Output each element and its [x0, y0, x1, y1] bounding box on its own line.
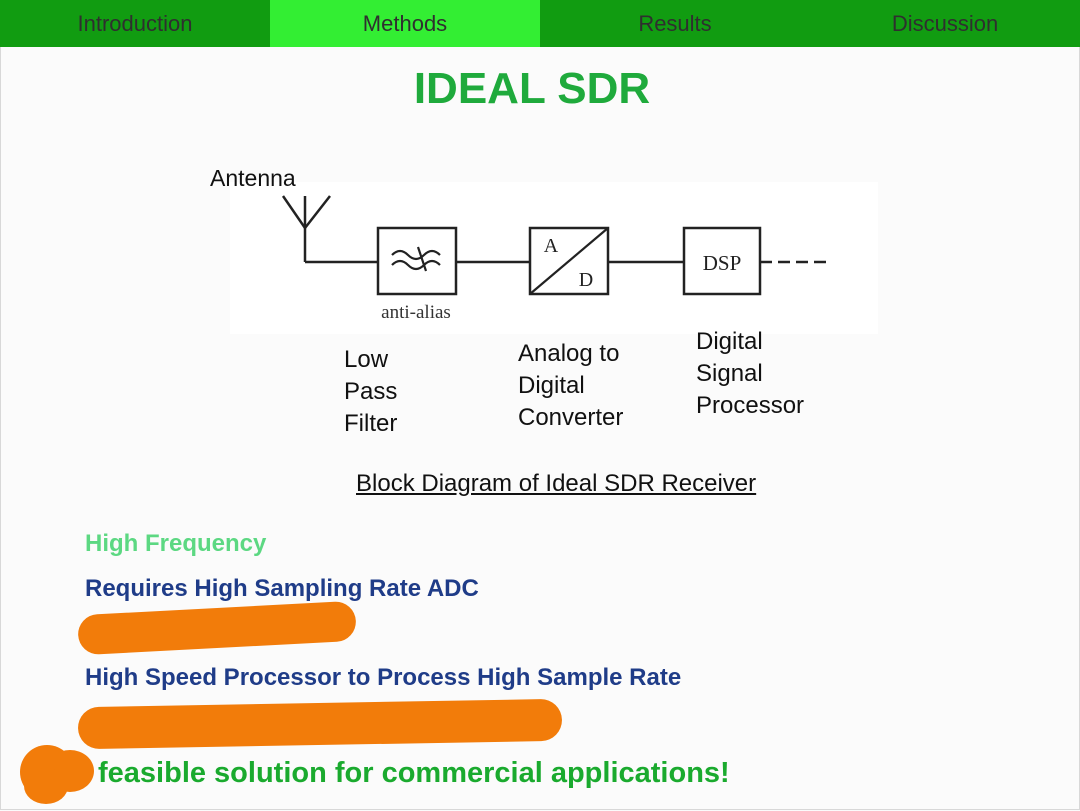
filter-description-line: Low — [344, 346, 389, 373]
adc-top-label: A — [544, 235, 559, 257]
filter-description-line: Pass — [344, 378, 398, 405]
adc-block — [528, 226, 610, 296]
antenna-label: Antenna — [210, 165, 296, 191]
diagram-caption: Block Diagram of Ideal SDR Receiver — [356, 470, 757, 497]
dsp-block — [682, 226, 762, 296]
tab-introduction[interactable]: Introduction — [77, 11, 193, 36]
filter-block — [376, 226, 458, 296]
filter-tilde-icon — [391, 246, 441, 272]
tab-methods[interactable]: Methods — [270, 0, 540, 47]
dsp-description-line: Signal — [696, 360, 763, 387]
redaction-mark — [24, 768, 68, 804]
adc-description-line: Analog to — [518, 340, 620, 367]
tab-discussion[interactable]: Discussion — [891, 11, 999, 36]
bullet-high-frequency: High Frequency — [85, 530, 267, 557]
adc-bottom-label: D — [579, 269, 593, 291]
dsp-description-line: Processor — [696, 392, 805, 419]
redaction-mark — [77, 698, 563, 750]
filter-inner-label: anti-alias — [381, 302, 451, 323]
adc-description-line: Digital — [518, 372, 585, 399]
filter-description: Low Pass Filter — [344, 344, 397, 440]
bullet-sampling-rate: Requires High Sampling Rate ADC — [85, 575, 479, 602]
slide-title: IDEAL SDR — [413, 64, 651, 113]
dsp-description: Digital Signal Processor — [696, 326, 804, 422]
antenna-icon — [281, 195, 331, 262]
conclusion-text: feasible solution for commercial applica… — [98, 757, 730, 789]
tab-results[interactable]: Results — [638, 11, 712, 36]
top-nav: Introduction Methods Results Discussion — [0, 0, 1080, 47]
filter-description-line: Filter — [344, 410, 398, 437]
bullet-high-speed-processor: High Speed Processor to Process High Sam… — [85, 664, 682, 691]
dsp-label: DSP — [703, 251, 742, 275]
adc-description-line: Converter — [518, 404, 624, 431]
dsp-description-line: Digital — [696, 328, 763, 355]
adc-description: Analog to Digital Converter — [518, 338, 623, 434]
